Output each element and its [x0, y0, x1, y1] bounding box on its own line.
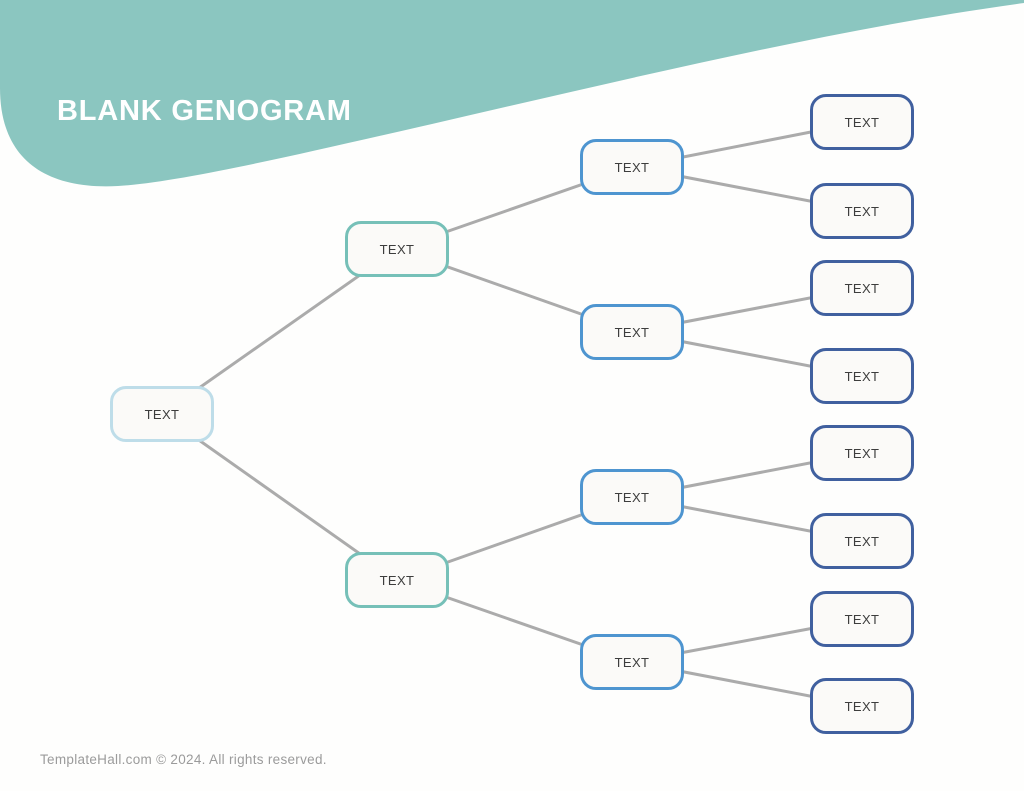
- node-label: TEXT: [614, 324, 650, 340]
- node-label: TEXT: [379, 241, 415, 257]
- node-label: TEXT: [614, 654, 650, 670]
- genogram-node-p1[interactable]: TEXT: [345, 221, 449, 277]
- genogram-node-g5[interactable]: TEXT: [810, 425, 914, 481]
- genogram-node-g2[interactable]: TEXT: [810, 183, 914, 239]
- genogram-node-g4[interactable]: TEXT: [810, 348, 914, 404]
- node-label: TEXT: [144, 406, 180, 422]
- node-label: TEXT: [844, 445, 880, 461]
- node-label: TEXT: [379, 572, 415, 588]
- genogram-node-root[interactable]: TEXT: [110, 386, 214, 442]
- copyright-footer: TemplateHall.com © 2024. All rights rese…: [40, 752, 327, 767]
- genogram-node-c1[interactable]: TEXT: [580, 139, 684, 195]
- genogram-node-c2[interactable]: TEXT: [580, 304, 684, 360]
- genogram-node-g1[interactable]: TEXT: [810, 94, 914, 150]
- genogram-node-g8[interactable]: TEXT: [810, 678, 914, 734]
- node-label: TEXT: [844, 203, 880, 219]
- node-label: TEXT: [844, 533, 880, 549]
- node-label: TEXT: [844, 698, 880, 714]
- genogram-node-c4[interactable]: TEXT: [580, 634, 684, 690]
- node-label: TEXT: [844, 611, 880, 627]
- genogram-node-g6[interactable]: TEXT: [810, 513, 914, 569]
- node-label: TEXT: [844, 280, 880, 296]
- page-title: BLANK GENOGRAM: [57, 95, 352, 127]
- genogram-node-p2[interactable]: TEXT: [345, 552, 449, 608]
- genogram-node-c3[interactable]: TEXT: [580, 469, 684, 525]
- node-label: TEXT: [844, 114, 880, 130]
- node-label: TEXT: [614, 159, 650, 175]
- genogram-node-g7[interactable]: TEXT: [810, 591, 914, 647]
- node-label: TEXT: [614, 489, 650, 505]
- genogram-node-g3[interactable]: TEXT: [810, 260, 914, 316]
- node-label: TEXT: [844, 368, 880, 384]
